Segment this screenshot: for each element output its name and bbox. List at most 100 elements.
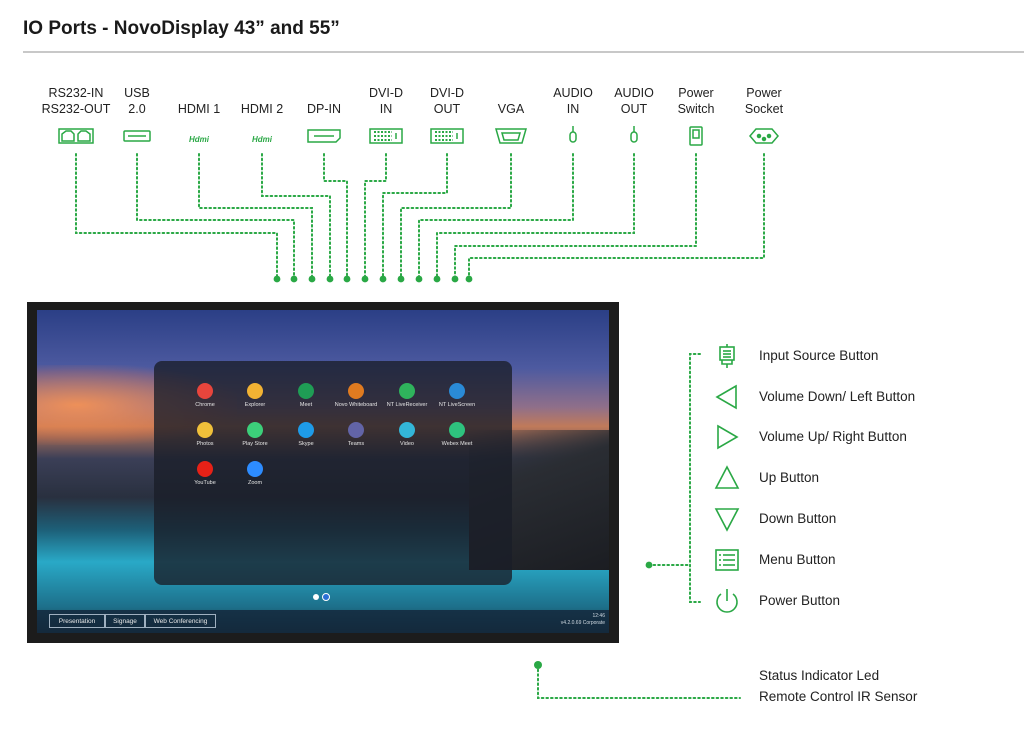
port-label-line2: HDMI 1 [177,102,221,116]
triangle-left-icon [712,382,742,412]
port-route-1 [75,153,278,280]
port-terminal-dot-5 [343,275,351,283]
port-route-10 [436,153,635,280]
port-route-9 [418,153,574,280]
taskbar-info: 12:46 v4.2.0.69 Corporate [561,613,605,627]
app-teams[interactable]: Teams [328,422,384,447]
app-name: Play Store [242,441,268,447]
port-label-line1: Power [746,86,782,100]
hardware-button-label: Input Source Button [759,348,879,363]
app-name: Explorer [244,402,266,408]
app-nt-livescreen[interactable]: NT LiveScreen [429,383,485,408]
triangle-down-icon [712,504,742,534]
page-dot-active[interactable] [322,593,330,601]
hdmi-port-icon: Hdmi [189,135,210,144]
page-dot[interactable] [313,594,319,600]
app-youtube[interactable]: YouTube [177,461,233,486]
port-label-line1: AUDIO [553,86,593,100]
port-label-line2: OUT [433,102,461,116]
port-route-6 [364,153,387,280]
hardware-button-label: Volume Down/ Left Button [759,389,916,404]
app-name: Teams [347,441,365,447]
vga-port-icon [495,128,527,144]
displayport-icon [307,129,341,143]
port-label-line1: USB [124,86,150,100]
youtube-icon [197,461,213,477]
app-explorer[interactable]: Explorer [227,383,283,408]
app-photos[interactable]: Photos [177,422,233,447]
port-label-line2: DP-IN [306,102,342,116]
port-terminal-dot-11 [451,275,459,283]
port-terminal-dot-3 [308,275,316,283]
port-label-8: VGA [471,85,551,117]
port-label-3: HDMI 1 [159,85,239,117]
teams-icon [348,422,364,438]
port-label-line2: IN [379,102,393,116]
port-route-4 [261,153,331,280]
app-launcher: Chrome Explorer Meet Novo Whiteboard NT Live… [154,361,512,585]
hardware-button-label: Power Button [759,593,841,608]
app-name: YouTube [194,480,216,486]
port-label-line1: Power [678,86,714,100]
hardware-button-label: Menu Button [759,552,836,567]
nt-livereceiver-icon [399,383,415,399]
port-route-12 [468,153,765,280]
presentation-button[interactable]: Presentation [49,614,105,628]
port-route-2 [136,153,295,280]
button-group-bracket [689,353,701,603]
port-terminal-dot-4 [326,275,334,283]
port-label-1: RS232-IN RS232-OUT [36,85,116,117]
app-name: NT LiveReceiver [386,402,428,408]
webex-meet-icon [449,422,465,438]
app-video[interactable]: Video [379,422,435,447]
dvi-port-icon [430,128,464,144]
port-label-line1: DVI-D [368,86,404,100]
port-terminal-dot-8 [397,275,405,283]
port-route-3 [198,153,313,280]
port-route-8 [400,153,512,280]
power-icon [712,586,742,616]
play-store-icon [247,422,263,438]
rs232-port-icon [58,128,94,144]
app-name: Video [400,441,414,447]
app-webex-meet[interactable]: Webex Meet [429,422,485,447]
app-meet[interactable]: Meet [278,383,334,408]
triangle-up-icon [712,463,742,493]
signage-button[interactable]: Signage [105,614,145,628]
zoom-icon [247,461,263,477]
svg-text:Hdmi: Hdmi [252,135,273,144]
hardware-button-label: Volume Up/ Right Button [759,429,907,444]
app-chrome[interactable]: Chrome [177,383,233,408]
app-name: Novo Whiteboard [334,402,378,408]
status-led-leader [537,664,741,699]
input-source-icon [712,341,742,371]
port-label-6: DVI-D IN [346,85,426,117]
app-name: NT LiveScreen [438,402,476,408]
app-skype[interactable]: Skype [278,422,334,447]
port-terminal-dot-9 [415,275,423,283]
app-novo-whiteboard[interactable]: Novo Whiteboard [328,383,384,408]
hdmi-port-icon: Hdmi [252,135,273,144]
port-terminal-dot-12 [465,275,473,283]
app-nt-livereceiver[interactable]: NT LiveReceiver [379,383,435,408]
app-name: Meet [299,402,313,408]
app-zoom[interactable]: Zoom [227,461,283,486]
hardware-button-label: Down Button [759,511,837,526]
meet-icon [298,383,314,399]
port-label-line1: RS232-IN [48,86,104,100]
web-conferencing-button[interactable]: Web Conferencing [145,614,216,628]
port-label-line2: Socket [744,102,784,116]
app-play-store[interactable]: Play Store [227,422,283,447]
port-label-line2: OUT [620,102,648,116]
port-label-5: DP-IN [284,85,364,117]
title-divider [23,51,1024,53]
button-group-dot [645,561,653,569]
app-name: Chrome [195,402,215,408]
port-label-line2: RS232-OUT [41,102,111,116]
